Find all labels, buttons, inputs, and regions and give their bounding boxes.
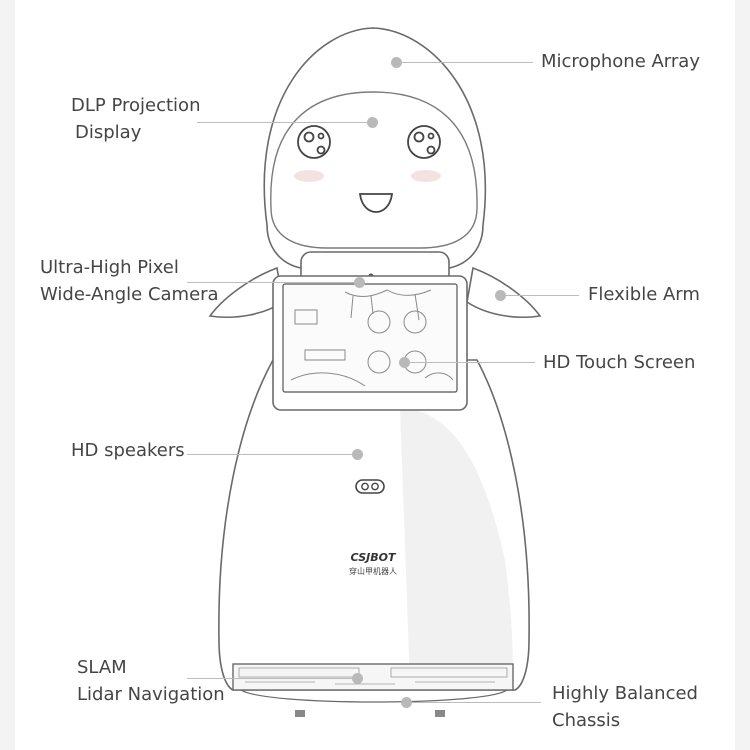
label-chassis: Highly Balanced Chassis bbox=[552, 680, 698, 734]
robot-illustration: CSJBOT 穿山甲机器人 bbox=[208, 27, 542, 717]
label-chassis-line2: Chassis bbox=[552, 710, 621, 731]
microphone-array-pointer bbox=[391, 57, 402, 68]
label-camera: Ultra-High Pixel Wide-Angle Camera bbox=[40, 254, 219, 308]
right-eye-icon bbox=[407, 125, 441, 159]
chassis-pointer bbox=[401, 697, 412, 708]
label-flexible-arm: Flexible Arm bbox=[588, 281, 700, 308]
label-slam-line2: Lidar Navigation bbox=[77, 684, 225, 705]
microphone-array-leader bbox=[401, 62, 533, 63]
robot-brand-cn: 穿山甲机器人 bbox=[349, 566, 397, 576]
label-camera-line2: Wide-Angle Camera bbox=[40, 284, 219, 305]
label-microphone-array-text: Microphone Array bbox=[541, 51, 700, 72]
tablet-screen bbox=[282, 283, 458, 393]
flexible-arm-pointer bbox=[495, 290, 506, 301]
face-plate bbox=[270, 91, 478, 249]
left-eye-icon bbox=[297, 125, 331, 159]
camera-pointer bbox=[354, 277, 365, 288]
label-dlp-display: DLP Projection Display bbox=[71, 92, 200, 146]
slam-leader bbox=[187, 678, 353, 679]
label-dlp-display-line1: DLP Projection bbox=[71, 95, 201, 116]
left-arm bbox=[208, 266, 284, 319]
smile-icon bbox=[358, 193, 394, 213]
label-slam: SLAM Lidar Navigation bbox=[77, 654, 225, 708]
label-speakers: HD speakers bbox=[71, 437, 185, 464]
camera-leader bbox=[187, 282, 357, 283]
flexible-arm-leader bbox=[505, 295, 579, 296]
speakers-leader bbox=[187, 454, 353, 455]
label-touch-screen: HD Touch Screen bbox=[543, 349, 695, 376]
slam-pointer bbox=[352, 673, 363, 684]
label-microphone-array: Microphone Array bbox=[541, 48, 700, 75]
speakers-pointer bbox=[352, 449, 363, 460]
robot-model-logo: CSJBOT bbox=[351, 551, 397, 564]
label-flexible-arm-text: Flexible Arm bbox=[588, 284, 700, 305]
speaker-grille bbox=[355, 479, 385, 494]
touch-screen-leader bbox=[409, 362, 535, 363]
label-speakers-text: HD speakers bbox=[71, 440, 185, 461]
diagram-canvas: CSJBOT 穿山甲机器人 Microphone Array DLP Proje… bbox=[15, 0, 735, 750]
dlp-display-leader bbox=[197, 122, 367, 123]
label-chassis-line1: Highly Balanced bbox=[552, 683, 698, 704]
label-dlp-display-line2: Display bbox=[75, 122, 142, 143]
touch-screen-pointer bbox=[399, 357, 410, 368]
label-slam-line1: SLAM bbox=[77, 657, 127, 678]
label-camera-line1: Ultra-High Pixel bbox=[40, 257, 179, 278]
dlp-display-pointer bbox=[367, 117, 378, 128]
label-touch-screen-text: HD Touch Screen bbox=[543, 352, 696, 373]
chassis-leader bbox=[411, 702, 541, 703]
